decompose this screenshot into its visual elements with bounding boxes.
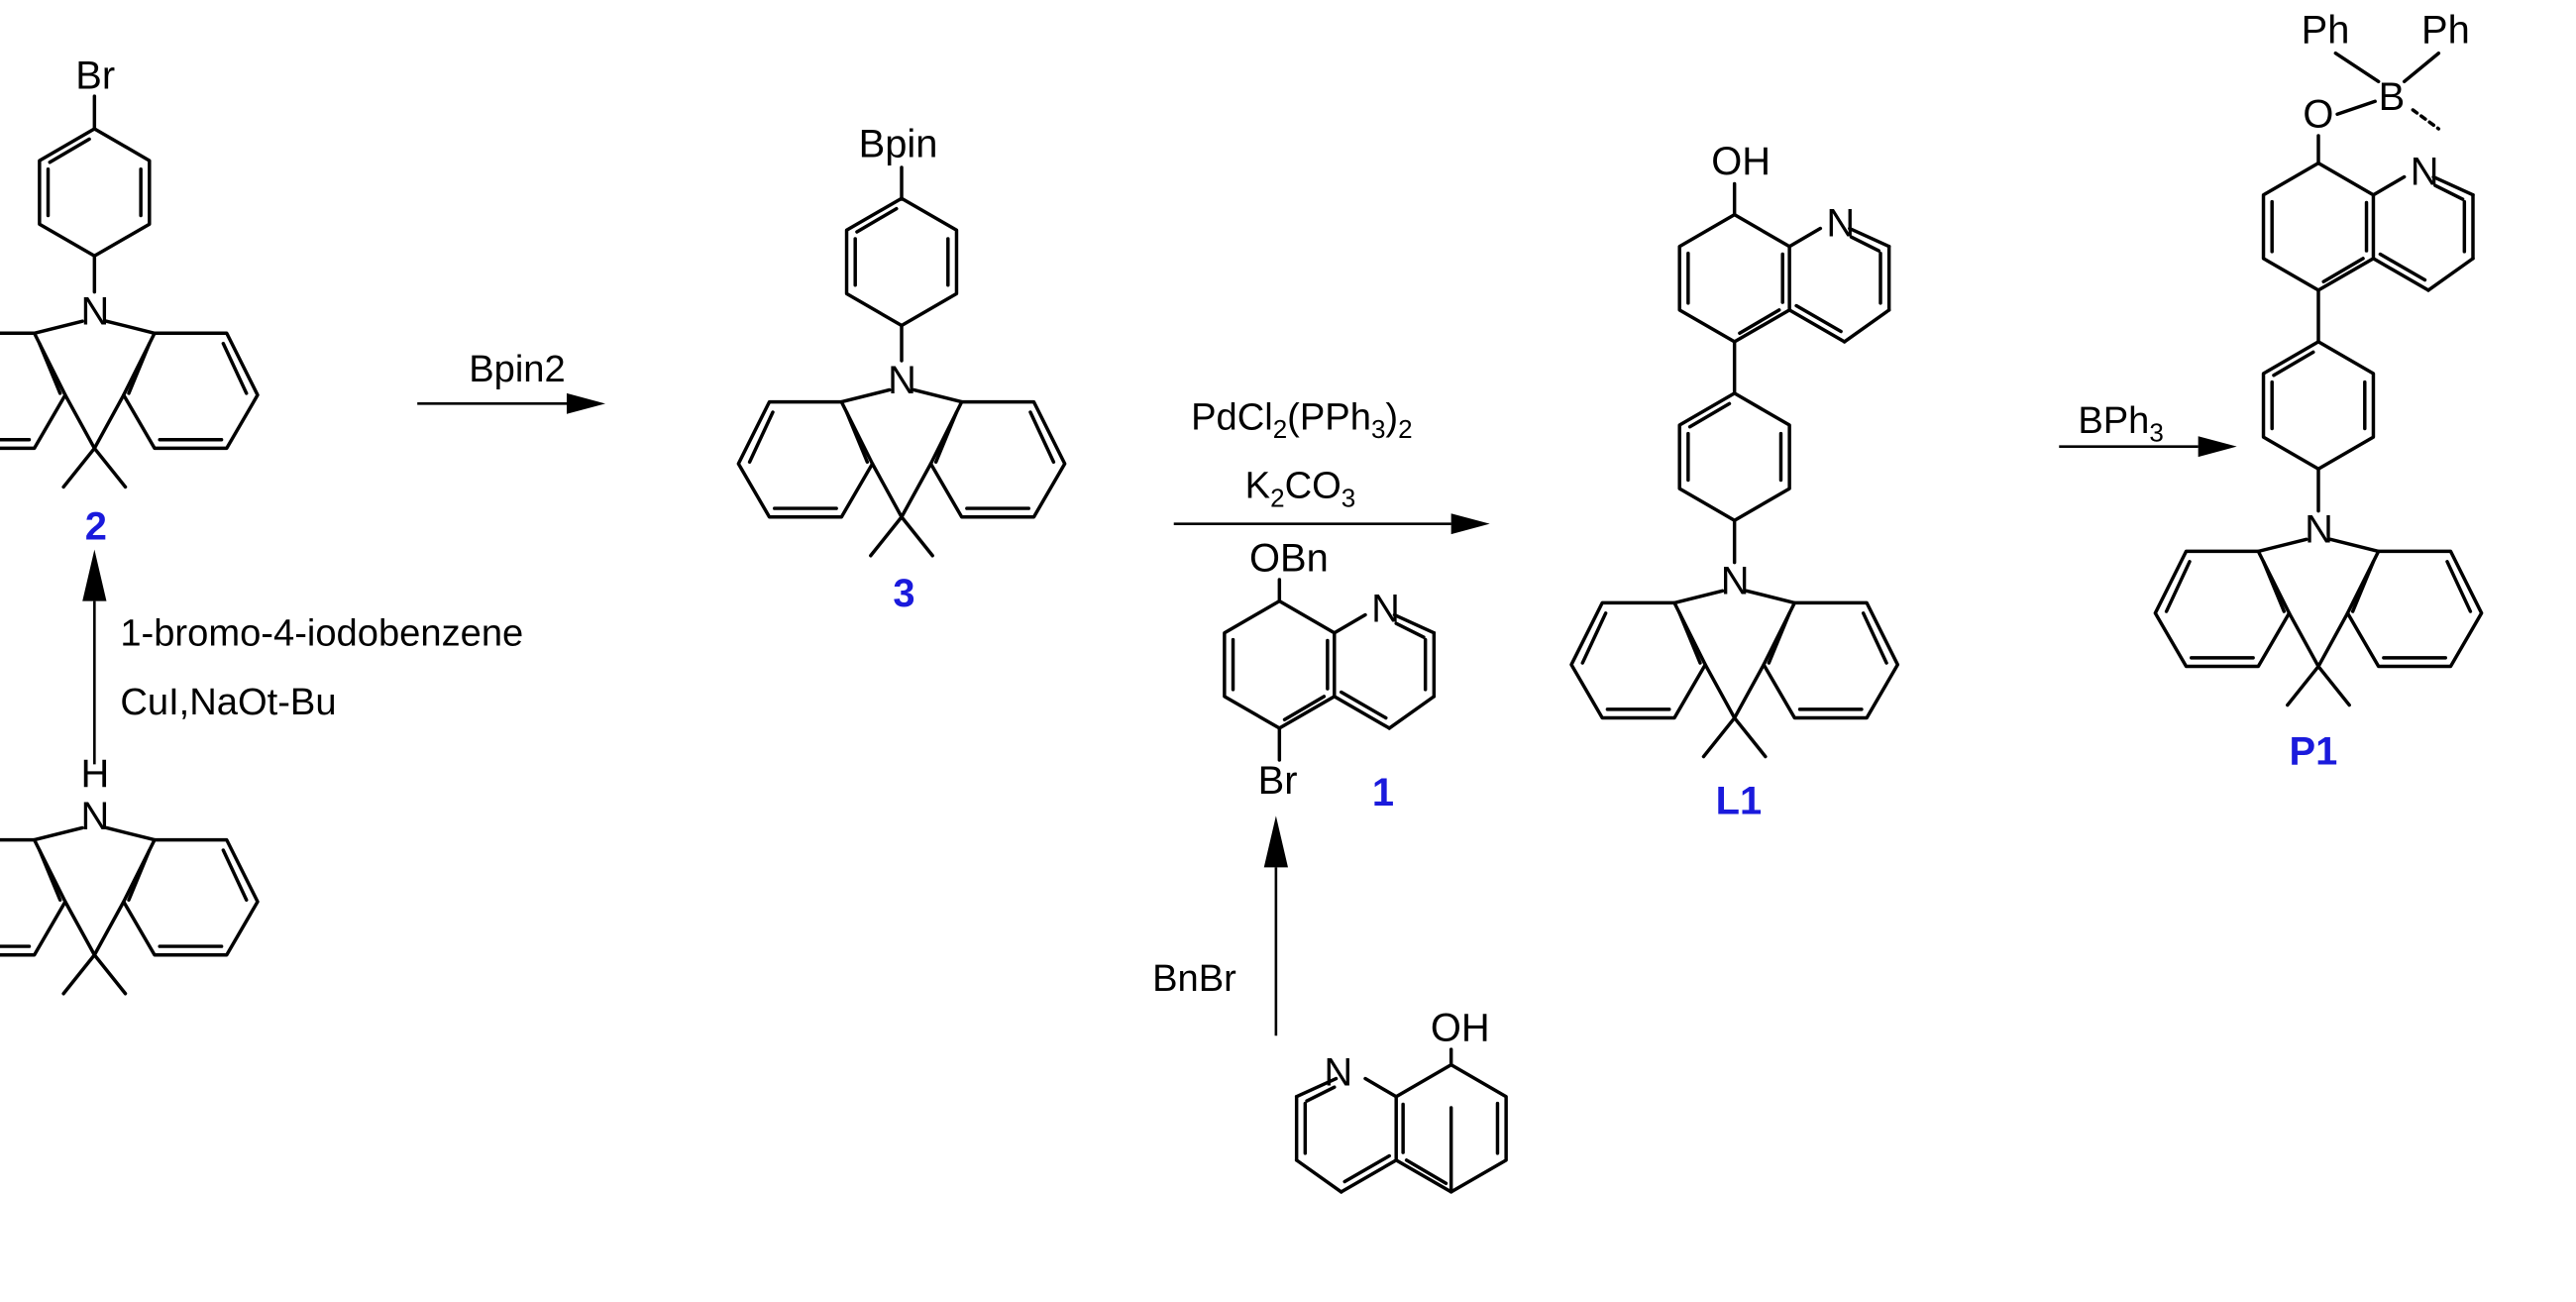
compound-label-3: 3 [893,572,914,615]
product-label-p1: P1 [2290,729,2338,773]
compound-label-1: 1 [1372,771,1394,814]
arrow-step-3 [1173,513,1490,535]
atom-oh: OH [1711,140,1771,183]
atom-b: B [2379,75,2406,119]
atom-n: N [1371,587,1400,630]
ligand-l1-structure: OH N N L1 [1569,140,1900,823]
atom-n: N [1324,1050,1352,1094]
starting-acridan-structure: H N [0,752,260,996]
atom-oh: OH [1431,1006,1490,1049]
atom-n: N [2411,150,2439,193]
atom-n: N [80,795,109,838]
arrow-step-2 [417,392,605,414]
atom-n: N [888,359,916,402]
ligand-label-l1: L1 [1716,780,1763,823]
reagent-step2: Bpin2 [469,348,566,390]
atom-bpin: Bpin [859,123,938,166]
atom-n: N [1826,201,1855,245]
product-p1-structure: Ph PhB O N N P1 [2153,8,2484,773]
reagent-step1-line2: CuI,NaOt-Bu [120,681,336,723]
compound-2-structure: Br N 2 [0,54,260,548]
atom-n: N [2305,508,2333,552]
atom-obn: OBn [1249,536,1329,580]
reagent-step3-catalyst: PdCl2(PPh3)2 [1191,395,1413,444]
compound-1-structure: OBn N Br 1 [1223,536,1437,814]
atom-o: O [2303,92,2333,136]
reagent-step4: BnBr [1152,957,1236,1000]
atom-br: Br [75,54,115,97]
atom-h: H [80,752,109,796]
atom-br: Br [1258,759,1298,803]
arrow-step-4 [1263,815,1288,1036]
atom-n: N [1721,560,1750,603]
compound-label-2: 2 [85,504,107,548]
atom-ph: Ph [2302,8,2350,52]
arrow-step-5 [2059,436,2237,458]
atom-ph: Ph [2421,8,2470,52]
compound-3-structure: Bpin N 3 [736,123,1067,615]
reagent-step1-line1: 1-bromo-4-iodobenzene [120,612,523,655]
reagent-step5: BPh3 [2078,399,2164,448]
arrow-step-1 [82,549,107,765]
bromo-hydroxyquinoline-structure: OH N [1294,1006,1508,1194]
reagent-step3-base: K2CO3 [1245,465,1356,513]
atom-n: N [80,290,109,334]
